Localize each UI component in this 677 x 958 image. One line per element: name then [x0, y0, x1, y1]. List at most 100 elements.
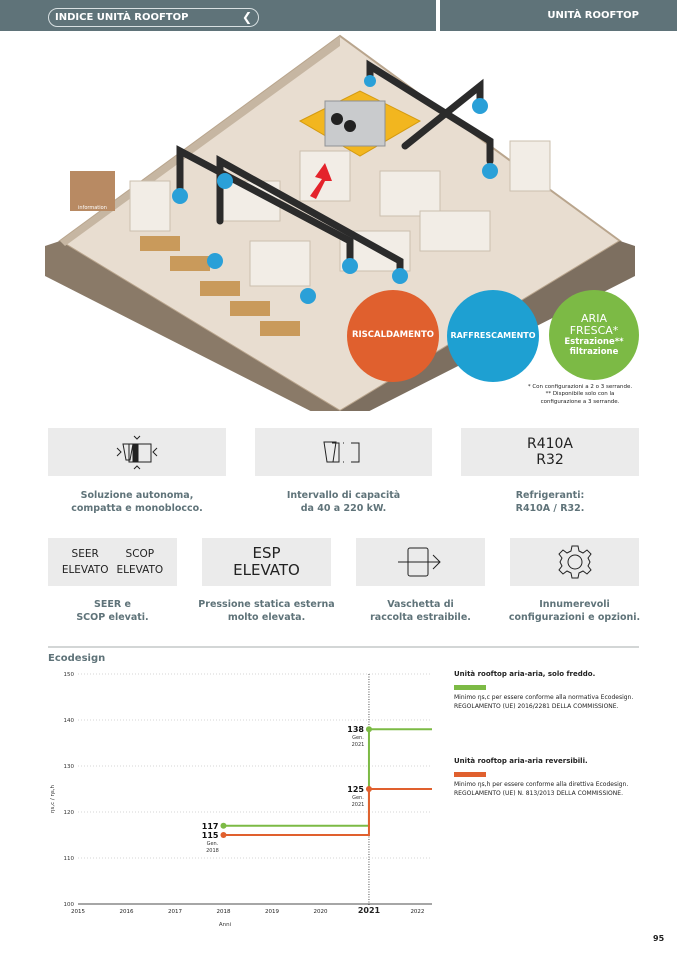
feature-caption-seer-scop: SEER e SCOP elevati. [48, 598, 177, 625]
series-line [223, 788, 432, 836]
legend-title: Unità rooftop aria-aria, solo freddo. [454, 670, 596, 678]
caption-line-1: SEER e [94, 599, 131, 610]
mode-cooling-label: RAFFRESCAMENTO [450, 331, 536, 341]
data-point [365, 786, 372, 792]
footnote-1: * Con configurazioni a 2 o 3 serrande. [527, 384, 633, 390]
footnotes: * Con configurazioni a 2 o 3 serrande. *… [510, 384, 650, 406]
y-tick-label: 110 [64, 856, 75, 862]
removable-tray-icon [397, 547, 441, 577]
esp-elevato: ELEVATO [233, 561, 300, 579]
mode-fresh-air: ARIA FRESCA* Estrazione** filtrazione [549, 290, 639, 380]
legend-regulation: REGOLAMENTO (UE) 2016/2281 DELLA COMMISS… [454, 702, 619, 710]
section-divider [48, 646, 639, 648]
gear-icon [557, 545, 592, 579]
x-tick-label: 2016 [119, 909, 133, 915]
index-back-button[interactable]: INDICE UNITÀ ROOFTOP ❮ [48, 8, 259, 27]
data-note: 2021 [352, 742, 365, 748]
y-axis-label: ηs,c / ηs,h [50, 784, 56, 813]
caption-line-1: Pressione statica esterna [198, 599, 335, 610]
feature-box-esp: ESP ELEVATO [202, 538, 331, 586]
data-point [220, 822, 227, 829]
data-label: 115 [202, 831, 219, 840]
fresh-air-line2: FRESCA* [569, 324, 619, 338]
page-number: 95 [653, 934, 665, 943]
feature-box-refrigerants: R410A R32 [461, 428, 639, 476]
feature-caption-options: Innumerevoli configurazioni e opzioni. [504, 598, 645, 625]
caption-line-1: Soluzione autonoma, [80, 490, 194, 501]
mode-heating: RISCALDAMENTO [347, 290, 439, 382]
seer-label: SEER [71, 548, 99, 561]
caption-line-2: R410A / R32. [515, 503, 585, 515]
mode-cooling: RAFFRESCAMENTO [447, 290, 539, 382]
ducts [176, 59, 494, 275]
monoblock-unit-icon [116, 435, 158, 470]
feature-box-options [510, 538, 639, 586]
fresh-air-line4: filtrazione [569, 346, 619, 357]
seer-elevato: ELEVATO [61, 563, 109, 576]
data-label: 117 [202, 822, 219, 831]
section-title: UNITÀ ROOFTOP [547, 10, 639, 21]
legend-reversible: Unità rooftop aria-aria reversibili. Min… [454, 757, 634, 798]
data-label: 125 [347, 785, 364, 794]
footnote-3: configurazione a 3 serrande. [540, 398, 620, 405]
refrigerant-r32: R32 [536, 452, 564, 468]
data-note: 2018 [206, 848, 219, 854]
capacity-range-icon [322, 441, 359, 463]
caption-line-1: Refrigeranti: [515, 490, 585, 501]
feature-box-monoblock [48, 428, 226, 476]
caption-line-2: configurazioni e opzioni. [508, 612, 641, 624]
x-tick-label: 2021 [358, 906, 381, 915]
legend-title: Unità rooftop aria-aria reversibili. [454, 757, 588, 765]
header-bar-right: UNITÀ ROOFTOP [440, 0, 677, 31]
header-bar-left: INDICE UNITÀ ROOFTOP ❮ [0, 0, 436, 31]
feature-box-tray [356, 538, 485, 586]
feature-box-seer-scop: SEER SCOP ELEVATO ELEVATO [48, 538, 177, 586]
store-illustration: information [45, 34, 635, 411]
scop-elevato: ELEVATO [116, 563, 164, 576]
x-tick-label: 2022 [410, 909, 424, 915]
y-tick-label: 130 [64, 764, 75, 770]
caption-line-1: Innumerevoli [539, 599, 610, 610]
caption-line-2: da 40 a 220 kW. [300, 503, 387, 515]
caption-line-1: Vaschetta di [387, 599, 454, 610]
exhaust-arrow [310, 163, 332, 199]
fresh-air-line1: ARIA [581, 311, 607, 325]
legend-text: Minimo ηs,c per essere conforme alla nor… [454, 694, 634, 702]
legend-regulation: REGOLAMENTO (UE) N. 813/2013 DELLA COMMI… [454, 789, 623, 797]
feature-caption-esp: Pressione statica esterna molto elevata. [196, 598, 337, 625]
x-axis-label: Anni [219, 922, 232, 928]
legend-cooling-only: Unità rooftop aria-aria, solo freddo. Mi… [454, 670, 634, 711]
index-label: INDICE UNITÀ ROOFTOP [55, 12, 189, 23]
caption-line-2: molto elevata. [227, 612, 306, 624]
refrigerant-r410a: R410A [526, 435, 574, 452]
legend-text: Minimo ηs,h per essere conforme alla dir… [454, 781, 629, 789]
x-tick-label: 2015 [71, 909, 85, 915]
y-tick-label: 100 [64, 902, 75, 908]
feature-caption-tray: Vaschetta di raccolta estraibile. [356, 598, 485, 625]
information-desk [70, 171, 115, 211]
data-note: Gen. [352, 795, 364, 801]
caption-line-2: raccolta estraibile. [370, 612, 471, 624]
data-label: 138 [347, 725, 364, 734]
data-note: Gen. [207, 841, 219, 847]
wall-left [45, 241, 340, 411]
footnote-2: ** Disponibile solo con la [545, 391, 615, 398]
feature-caption-capacity: Intervallo di capacità da 40 a 220 kW. [255, 489, 432, 516]
feature-box-capacity [255, 428, 432, 476]
x-tick-label: 2019 [265, 909, 279, 915]
x-tick-label: 2020 [313, 909, 327, 915]
refrigerant-box-text: R410A R32 [527, 436, 573, 468]
ecodesign-title: Ecodesign [48, 653, 106, 664]
scop-label: SCOP [125, 548, 155, 561]
series-line [223, 728, 432, 827]
caption-line-2: compatta e monoblocco. [71, 503, 203, 515]
esp-label: ESP [252, 543, 281, 562]
legend-swatch-orange [454, 772, 486, 778]
caption-line-1: Intervallo di capacità [286, 490, 401, 501]
checkouts [140, 236, 300, 336]
fresh-air-line3: Estrazione** [564, 336, 624, 347]
feature-caption-refrigerants: Refrigeranti: R410A / R32. [461, 489, 639, 516]
data-point [220, 832, 227, 838]
mode-heating-label: RISCALDAMENTO [351, 330, 435, 341]
